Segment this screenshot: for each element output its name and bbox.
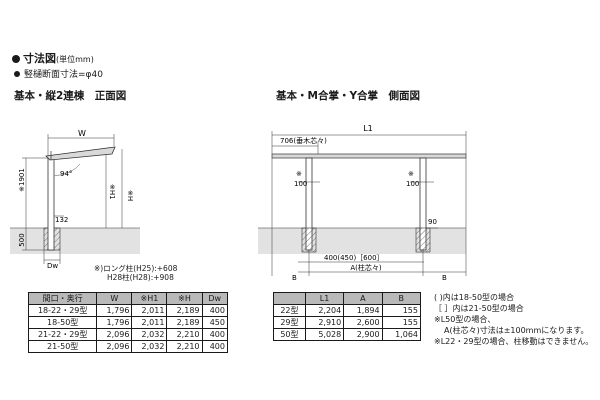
table-cell: 1,064: [381, 328, 422, 341]
dim-a: A(柱芯々): [350, 263, 382, 272]
col-header: ※H1: [131, 292, 168, 305]
table-cell: 21-50型: [27, 340, 98, 353]
table-cell: 21-22・29型: [27, 328, 98, 341]
foundation-right: [415, 227, 431, 253]
table-cell: 18-22・29型: [27, 304, 98, 317]
mark-left: ※: [296, 170, 302, 178]
col-header: L1: [304, 292, 345, 305]
table-cell: 2,900: [343, 328, 383, 341]
table-cell: 155: [381, 316, 422, 329]
dim-dw: Dw: [47, 262, 58, 268]
dim-500: 500: [18, 233, 26, 246]
table-cell: 450: [201, 316, 228, 329]
table-cell: 2,032: [131, 328, 168, 341]
side-view-title: 基本・M合掌・Y合掌 側面図: [276, 90, 421, 102]
table-header-row: L1 A B: [273, 292, 422, 305]
table-cell: 2,096: [96, 340, 133, 353]
side-notes: ( )内は18-50型の場合 ［ ］内は21-50型の場合 ※L50型の場合、 …: [434, 292, 596, 347]
ground-area: [10, 228, 140, 254]
front-view-title: 基本・縦2連棟 正面図: [14, 90, 127, 102]
table-cell: 22型: [273, 304, 306, 317]
roof-beam: [271, 153, 467, 159]
table-cell: 400: [201, 328, 228, 341]
table-cell: 2,011: [131, 304, 168, 317]
note-h28-post: H28柱(H28):+908: [107, 273, 174, 282]
bullet-dot-icon: [14, 71, 20, 77]
table-cell: 2,210: [166, 340, 203, 353]
table-cell: 2,600: [343, 316, 383, 329]
table-cell: 400: [201, 340, 228, 353]
bullet-dot-icon: [12, 55, 20, 63]
front-view-drawing: W 94° ※H ※H1 ※1901 132 500 Dw: [10, 129, 140, 268]
table-cell: 18-50型: [27, 316, 98, 329]
note-line: ※L50型の場合、: [434, 315, 496, 324]
table-cell: 2,204: [304, 304, 345, 317]
table-row: 50型 5,028 2,900 1,064: [273, 328, 422, 341]
post: [47, 157, 55, 251]
table-row: 18-22・29型 1,796 2,011 2,189 400: [27, 304, 228, 317]
table-cell: 2,910: [304, 316, 345, 329]
table-cell: 2,032: [131, 340, 168, 353]
col-header: B: [381, 292, 422, 305]
front-notes: ※)ロング柱(H25):+608 H28柱(H28):+908: [94, 264, 177, 282]
dim-b-left: B: [292, 274, 297, 282]
table-row: 29型 2,910 2,600 155: [273, 316, 422, 329]
col-header: W: [96, 292, 133, 305]
table-cell: 1,796: [96, 304, 133, 317]
col-header: ※H: [166, 292, 203, 305]
col-header: [273, 292, 306, 305]
note-line: ［ ］内は21-50型の場合: [434, 304, 524, 313]
table-cell: 2,210: [166, 328, 203, 341]
table-cell: 5,028: [304, 328, 345, 341]
dim-400: 400(450)［600］: [324, 254, 384, 262]
note-line: A(柱芯々)寸法は±100mmになります。: [444, 326, 589, 335]
table-cell: 29型: [273, 316, 306, 329]
dim-100-left: 100: [294, 180, 307, 188]
dim-h1: ※H1: [108, 184, 116, 200]
table-cell: 400: [201, 304, 228, 317]
ground-area: [258, 228, 466, 254]
table-cell: 1,894: [343, 304, 383, 317]
table-row: 21-50型 2,096 2,032 2,210 400: [27, 340, 228, 353]
table-cell: 2,011: [131, 316, 168, 329]
dim-angle: 94°: [60, 170, 72, 178]
side-spec-table: L1 A B 22型 2,204 1,894 155 29型 2,910 2,6…: [273, 292, 422, 341]
note-line: ( )内は18-50型の場合: [434, 293, 515, 302]
table-row: 22型 2,204 1,894 155: [273, 304, 422, 317]
section-heading: 寸法図(単位mm): [12, 50, 94, 66]
dim-1901: ※1901: [18, 168, 26, 192]
table-cell: 2,096: [96, 328, 133, 341]
dim-l1: L1: [363, 124, 373, 133]
table-row: 21-22・29型 2,096 2,032 2,210 400: [27, 328, 228, 341]
dim-132: 132: [55, 216, 68, 224]
dim-100-right: 100: [406, 180, 419, 188]
dim-h: ※H: [126, 190, 134, 201]
col-header: A: [343, 292, 383, 305]
side-view-drawing: L1 706(垂木芯々) ※ 100 ※ 100 90 400(450)［600…: [258, 124, 467, 282]
table-header-row: 間口・奥行 W ※H1 ※H Dw: [27, 292, 228, 305]
post-section-note: 竪樋断面寸法=φ40: [14, 67, 103, 80]
table-row: 18-50型 1,796 2,011 2,189 450: [27, 316, 228, 329]
col-header: 間口・奥行: [27, 292, 98, 305]
mark-right: ※: [408, 170, 414, 178]
dim-w: W: [78, 129, 86, 138]
unit-label: (単位mm): [56, 55, 94, 64]
front-spec-table: 間口・奥行 W ※H1 ※H Dw 18-22・29型 1,796 2,011 …: [27, 292, 228, 353]
foundation-left: [301, 227, 317, 253]
table-cell: 1,796: [96, 316, 133, 329]
note-long-post: ※)ロング柱(H25):+608: [94, 264, 178, 273]
post-section-text: 竪樋断面寸法=φ40: [24, 70, 103, 80]
dim-90: 90: [428, 218, 437, 226]
col-header: Dw: [201, 292, 228, 305]
table-cell: 2,189: [166, 316, 203, 329]
dim-b-right: B: [442, 274, 447, 282]
table-cell: 155: [381, 304, 422, 317]
note-line: ※L22・29型の場合、柱移動はできません。: [434, 337, 594, 346]
roof-panel: [45, 146, 116, 161]
drawing-title: 寸法図: [23, 52, 56, 65]
table-cell: 50型: [273, 328, 306, 341]
dim-706: 706(垂木芯々): [280, 136, 327, 145]
table-cell: 2,189: [166, 304, 203, 317]
